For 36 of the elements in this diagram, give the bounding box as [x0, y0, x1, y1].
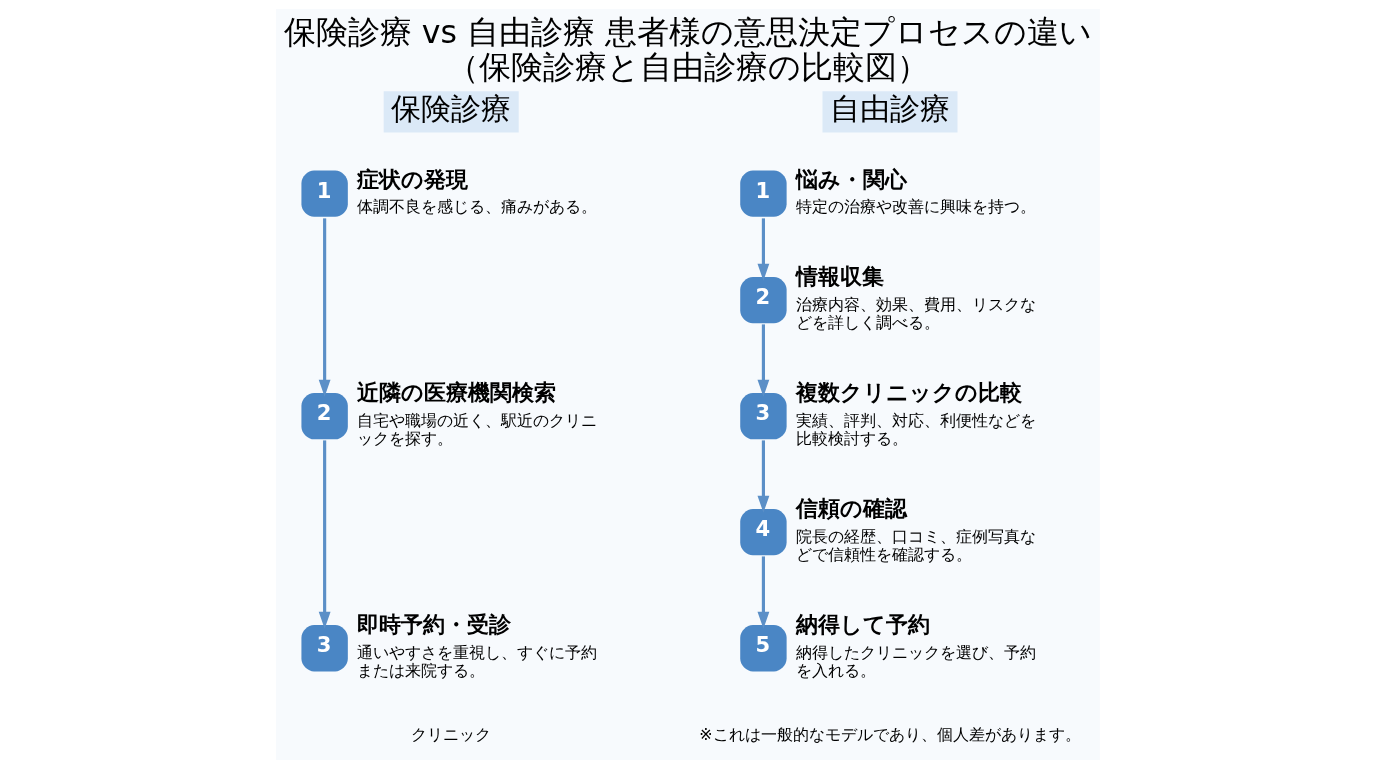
- node-label: 納得して予約: [796, 610, 931, 637]
- node-box: 1: [740, 169, 787, 217]
- node-box: 1: [301, 169, 348, 217]
- node-label: 治療内容、効果、費用、リスクなどを詳しく調べる。: [796, 294, 1037, 332]
- arrow: [757, 323, 770, 397]
- node-label: 実績、評判、対応、利便性などを比較検討する。: [796, 410, 1037, 448]
- node-label: 納得したクリニックを選び、予約を入れる。: [796, 642, 1037, 680]
- node-box: 3: [301, 624, 348, 671]
- arrow: [757, 555, 770, 629]
- node-box: 4: [740, 508, 787, 555]
- diagram-title: 保険診療 vs 自由診療 患者様の意思決定プロセスの違い: [283, 13, 1093, 50]
- label: 保険診療: [391, 91, 512, 126]
- caption: （保険診療と自由診療の比較図）: [447, 48, 929, 85]
- label: クリニック: [411, 724, 492, 744]
- arrow: [757, 217, 770, 281]
- node-label: 症状の発現: [357, 165, 469, 192]
- node-box: 2: [301, 392, 348, 439]
- node-label: 通いやすさを重視し、すぐに予約または来院する。: [357, 642, 598, 680]
- node-label: 自宅や職場の近く、駅近のクリニックを探す。: [357, 410, 598, 448]
- node-label: 信頼の確認: [796, 494, 908, 521]
- node-box: 5: [740, 624, 787, 671]
- label: ※これは一般的なモデルであり、個人差があります。: [699, 724, 1081, 744]
- node-label: 院長の経歴、口コミ、症例写真などで信頼性を確認する。: [796, 526, 1037, 564]
- node-label: 即時予約・受診: [357, 610, 512, 637]
- arrow: [757, 439, 770, 513]
- node-label: 体調不良を感じる、痛みがある。: [357, 196, 598, 216]
- node-label: 特定の治療や改善に興味を持つ。: [796, 196, 1037, 216]
- arrow: [318, 439, 331, 629]
- node-label: 悩み・関心: [796, 165, 908, 192]
- node-box: 2: [740, 276, 787, 323]
- node-box: 3: [740, 392, 787, 439]
- node-label: 近隣の医療機関検索: [357, 378, 557, 405]
- arrow: [318, 217, 331, 397]
- label: 自由診療: [829, 91, 950, 126]
- node-label: 複数クリニックの比較: [796, 378, 1023, 405]
- node-label: 情報収集: [796, 262, 885, 289]
